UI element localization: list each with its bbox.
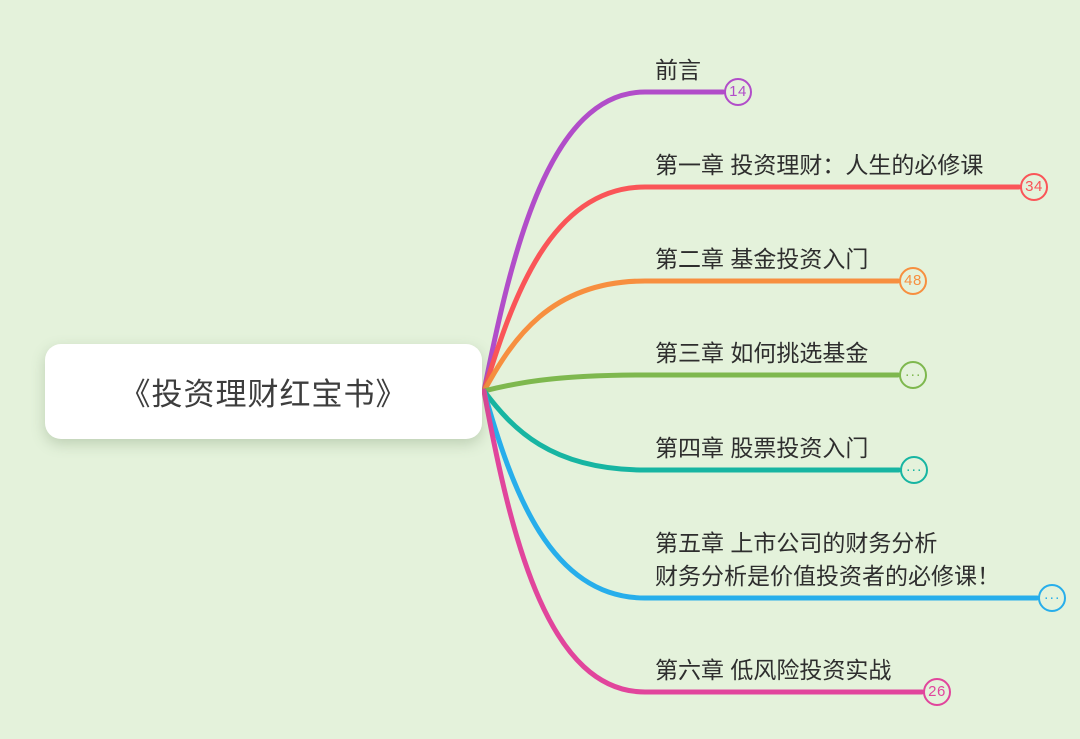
- branch-topic-chapter2[interactable]: 第二章 基金投资入门: [655, 246, 869, 272]
- badge-value: ···: [904, 365, 922, 383]
- badge-value: ···: [1043, 588, 1061, 606]
- branch-line-chapter1: [481, 184, 1022, 394]
- branch-line-chapter2: [481, 278, 901, 394]
- root-topic[interactable]: 《投资理财红宝书》: [45, 344, 482, 439]
- branch-topic-chapter5[interactable]: 第五章 上市公司的财务分析 财务分析是价值投资者的必修课！: [655, 530, 1000, 589]
- branch-count-badge[interactable]: 26: [923, 678, 951, 706]
- branch-line-chapter5: [481, 388, 1040, 601]
- badge-value: 14: [729, 82, 747, 100]
- branch-line-preface: [481, 89, 726, 394]
- branch-topic-chapter6[interactable]: 第六章 低风险投资实战: [655, 657, 892, 683]
- branch-line-chapter4: [481, 388, 902, 473]
- branch-topic-preface[interactable]: 前言: [655, 57, 701, 83]
- branch-more-badge[interactable]: ···: [899, 361, 927, 389]
- branch-topic-chapter4[interactable]: 第四章 股票投资入门: [655, 435, 869, 461]
- root-topic-title: 《投资理财红宝书》: [119, 377, 408, 412]
- branch-line-chapter6: [481, 388, 925, 695]
- branch-topic-chapter3[interactable]: 第三章 如何挑选基金: [655, 340, 869, 366]
- badge-value: ···: [905, 460, 923, 478]
- branch-line-chapter3: [481, 372, 901, 394]
- branch-topic-chapter1[interactable]: 第一章 投资理财：人生的必修课: [655, 152, 984, 178]
- badge-value: 34: [1025, 177, 1043, 195]
- branch-count-badge[interactable]: 14: [724, 78, 752, 106]
- branch-count-badge[interactable]: 34: [1020, 173, 1048, 201]
- branch-count-badge[interactable]: 48: [899, 267, 927, 295]
- badge-value: 26: [928, 682, 946, 700]
- badge-value: 48: [904, 271, 922, 289]
- branch-more-badge[interactable]: ···: [900, 456, 928, 484]
- branch-more-badge[interactable]: ···: [1038, 584, 1066, 612]
